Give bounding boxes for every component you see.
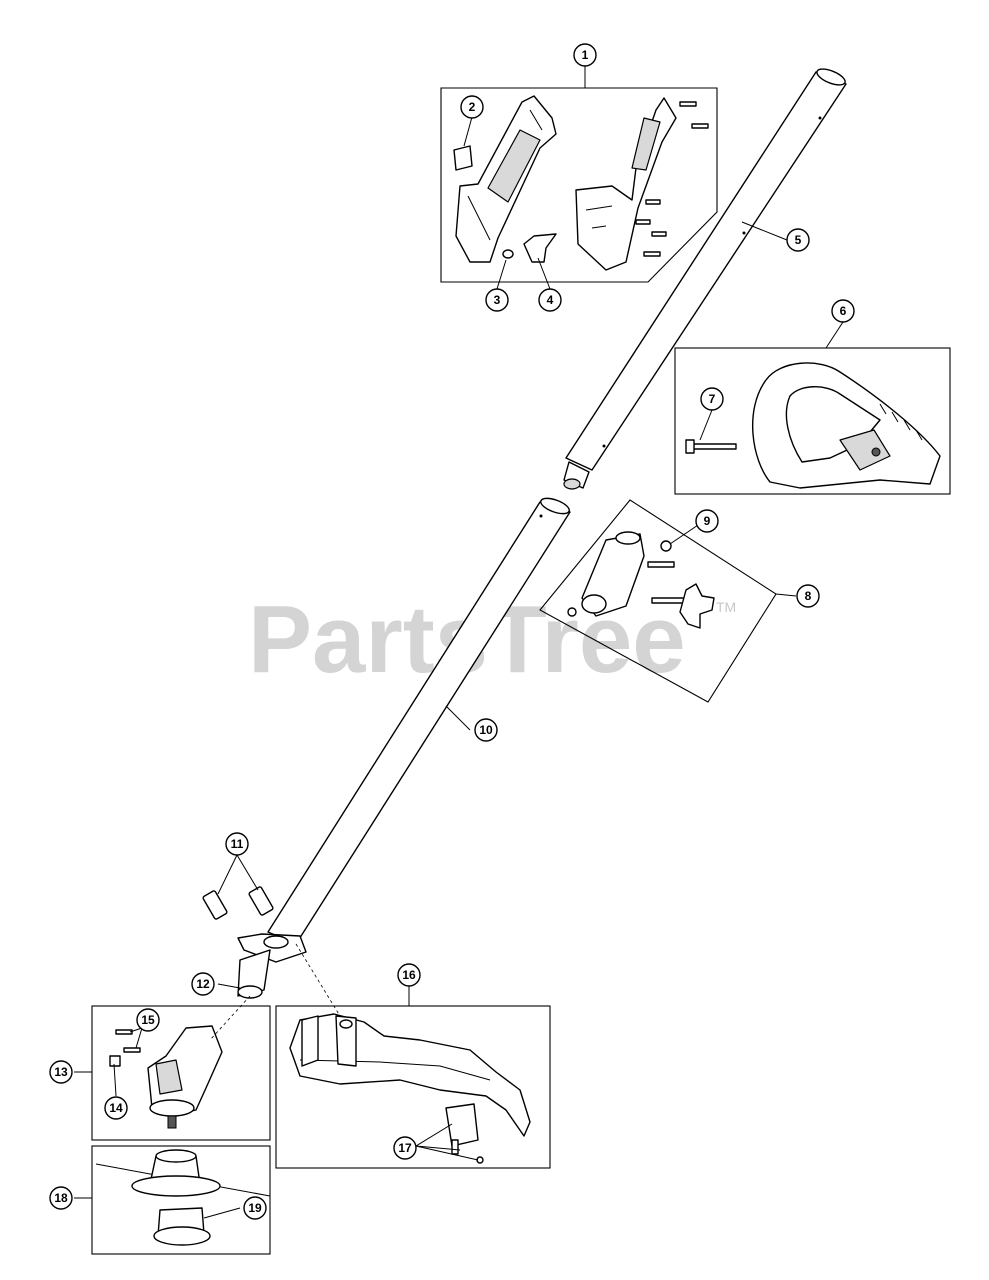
shaft-end[interactable]: [237, 949, 271, 999]
callout-label: 13: [54, 1065, 68, 1079]
callout-label: 5: [795, 233, 802, 247]
callout-4[interactable]: 4: [538, 288, 562, 312]
assist-handle-box: [674, 347, 951, 495]
guard-box: [275, 1005, 551, 1169]
callout-16[interactable]: 16: [397, 963, 421, 987]
callout-label: 7: [709, 392, 716, 406]
callout-label: 4: [547, 293, 554, 307]
upper-shaft[interactable]: [563, 66, 847, 490]
callout-label: 3: [494, 293, 501, 307]
gear-head-box: [91, 1005, 271, 1141]
callout-6[interactable]: 6: [831, 299, 855, 323]
callout-label: 2: [469, 100, 476, 114]
callout-18[interactable]: 18: [49, 1186, 73, 1210]
callout-13[interactable]: 13: [49, 1060, 73, 1084]
callout-label: 10: [479, 723, 493, 737]
callout-8[interactable]: 8: [796, 584, 820, 608]
callout-19[interactable]: 19: [243, 1196, 267, 1220]
callout-label: 8: [805, 589, 812, 603]
callout-7[interactable]: 7: [700, 387, 724, 411]
lower-shaft[interactable]: [267, 495, 571, 945]
callout-9[interactable]: 9: [695, 509, 719, 533]
callout-label: 11: [231, 837, 244, 851]
callout-10[interactable]: 10: [474, 718, 498, 742]
callout-label: 18: [54, 1191, 68, 1205]
callout-3[interactable]: 3: [485, 288, 509, 312]
callout-label: 17: [398, 1141, 412, 1155]
coupler-box: [539, 499, 777, 703]
callout-label: 9: [704, 514, 711, 528]
callout-label: 12: [196, 977, 210, 991]
callout-14[interactable]: 14: [104, 1096, 128, 1120]
callout-label: 14: [109, 1101, 123, 1115]
trimmer-head-box: [91, 1145, 271, 1255]
callout-15[interactable]: 15: [136, 1008, 160, 1032]
callout-label: 6: [840, 304, 847, 318]
callout-label: 15: [141, 1013, 155, 1027]
callout-label: 16: [402, 968, 416, 982]
callout-1[interactable]: 1: [573, 43, 597, 67]
callout-label: 19: [248, 1201, 262, 1215]
callout-label: 1: [582, 48, 589, 62]
callout-11[interactable]: 11: [225, 832, 249, 856]
callout-12[interactable]: 12: [191, 972, 215, 996]
callout-17[interactable]: 17: [393, 1136, 417, 1160]
leader-lines: [74, 65, 844, 1219]
callout-2[interactable]: 2: [460, 95, 484, 119]
clamp[interactable]: [202, 886, 307, 963]
handle-assembly-box: [440, 87, 718, 283]
callout-5[interactable]: 5: [786, 228, 810, 252]
watermark-trademark: TM: [716, 599, 736, 615]
